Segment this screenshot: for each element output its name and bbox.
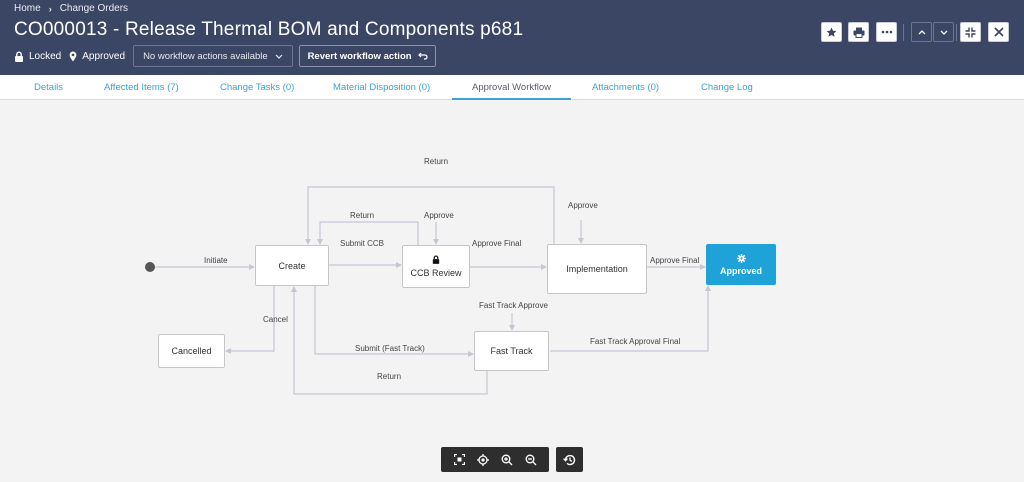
- close-button[interactable]: [988, 22, 1009, 42]
- state-cancelled[interactable]: Cancelled: [158, 334, 225, 368]
- crosshair-icon: [477, 453, 489, 466]
- edge-return-bottom: [291, 286, 488, 395]
- edge-label-approve-final: Approve Final: [472, 239, 522, 248]
- tab-approval-workflow[interactable]: Approval Workflow: [452, 75, 571, 100]
- page-title: CO000013 - Release Thermal BOM and Compo…: [14, 19, 524, 40]
- gear-icon: [736, 253, 746, 263]
- next-record-button[interactable]: [933, 22, 954, 42]
- collapse-button[interactable]: [960, 22, 981, 42]
- tab-bar: Details Affected Items (7) Change Tasks …: [0, 75, 1024, 100]
- state-implementation[interactable]: Implementation: [547, 244, 647, 294]
- edge-cancel: [225, 286, 275, 354]
- workflow-actions-select[interactable]: No workflow actions available: [133, 45, 294, 67]
- chevron-down-icon: [940, 30, 947, 35]
- tab-affected-items[interactable]: Affected Items (7): [104, 82, 179, 93]
- collapse-icon: [965, 27, 976, 37]
- chevron-right-icon: ›: [48, 3, 52, 14]
- revert-workflow-label: Revert workflow action: [307, 50, 412, 62]
- edge-fast-track-approval-final: [550, 285, 711, 352]
- undo-icon: [417, 52, 428, 60]
- tab-material-disposition[interactable]: Material Disposition (0): [333, 82, 431, 93]
- map-pin-icon: [69, 51, 77, 61]
- state-approved[interactable]: Approved: [706, 244, 776, 285]
- previous-record-button[interactable]: [911, 22, 932, 42]
- more-actions-button[interactable]: [876, 22, 897, 42]
- edge-label-approve-impl: Approve: [568, 201, 598, 210]
- center-view-button[interactable]: [474, 451, 492, 469]
- state-cancelled-label: Cancelled: [171, 346, 212, 356]
- zoom-out-button[interactable]: [522, 451, 540, 469]
- history-icon: [563, 454, 576, 465]
- edge-label-return-top: Return: [424, 157, 449, 166]
- edge-label-approve-ccb: Approve: [424, 211, 454, 220]
- edge-label-submit-ccb: Submit CCB: [340, 239, 385, 248]
- edge-label-return-bottom: Return: [377, 372, 402, 381]
- star-icon: [826, 27, 837, 37]
- fit-screen-icon: [453, 454, 465, 465]
- edge-label-approve-final-impl: Approve Final: [650, 256, 700, 265]
- edge-label-fast-track-approve: Fast Track Approve: [479, 301, 548, 310]
- edge-label-submit-fast-track: Submit (Fast Track): [355, 344, 425, 353]
- state-approved-label: Approved: [719, 265, 762, 276]
- tab-attachments[interactable]: Attachments (0): [592, 82, 660, 93]
- workflow-start-node: [145, 262, 155, 272]
- edge-label-fast-track-approval-final: Fast Track Approval Final: [590, 337, 681, 346]
- breadcrumb-home[interactable]: Home: [14, 3, 41, 14]
- lock-icon: [432, 255, 440, 264]
- revert-workflow-button[interactable]: Revert workflow action: [299, 45, 437, 67]
- lock-status-label: Locked: [29, 50, 62, 62]
- workflow-actions-value: No workflow actions available: [143, 50, 268, 62]
- edge-submit-fast-track: [314, 286, 474, 357]
- favorite-button[interactable]: [821, 22, 842, 42]
- edge-return-ccb: [317, 221, 419, 245]
- header-divider: [956, 24, 957, 41]
- lock-status: Locked: [14, 51, 61, 62]
- lock-icon: [15, 51, 23, 62]
- workflow-state-label: Approved: [82, 50, 126, 62]
- breadcrumb: Home › Change Orders: [14, 3, 128, 14]
- workflow-state: Approved: [69, 51, 125, 62]
- page-header: Home › Change Orders CO000013 - Release …: [0, 0, 1024, 75]
- tab-change-log[interactable]: Change Log: [701, 82, 753, 93]
- state-create-label: Create: [278, 260, 306, 271]
- edge-label-cancel: Cancel: [263, 315, 288, 324]
- canvas-toolbar: [441, 447, 549, 472]
- edge-label-initiate: Initiate: [204, 256, 228, 265]
- zoom-in-button[interactable]: [498, 451, 516, 469]
- history-button[interactable]: [556, 447, 583, 472]
- edge-label-return-ccb: Return: [350, 211, 375, 220]
- print-button[interactable]: [848, 22, 869, 42]
- chevron-down-icon: [275, 54, 283, 59]
- more-icon: [881, 30, 892, 34]
- breadcrumb-change-orders[interactable]: Change Orders: [59, 3, 129, 14]
- fit-screen-button[interactable]: [450, 451, 468, 469]
- tab-details[interactable]: Details: [34, 82, 64, 93]
- state-implementation-label: Implementation: [566, 264, 628, 274]
- state-create[interactable]: Create: [255, 245, 329, 286]
- zoom-in-icon: [501, 454, 513, 465]
- edge-return-top: [305, 186, 555, 245]
- state-fast-track[interactable]: Fast Track: [474, 331, 549, 371]
- chevron-up-icon: [918, 29, 925, 34]
- state-ccb-review-label: CCB Review: [410, 268, 462, 278]
- close-icon: [993, 27, 1004, 37]
- state-ccb-review[interactable]: CCB Review: [402, 245, 470, 288]
- print-icon: [853, 27, 864, 38]
- status-row: Locked Approved No workflow actions avai…: [14, 45, 437, 67]
- tab-change-tasks[interactable]: Change Tasks (0): [220, 82, 295, 93]
- header-divider: [903, 24, 904, 41]
- state-fast-track-label: Fast Track: [490, 346, 533, 356]
- zoom-out-icon: [525, 454, 537, 465]
